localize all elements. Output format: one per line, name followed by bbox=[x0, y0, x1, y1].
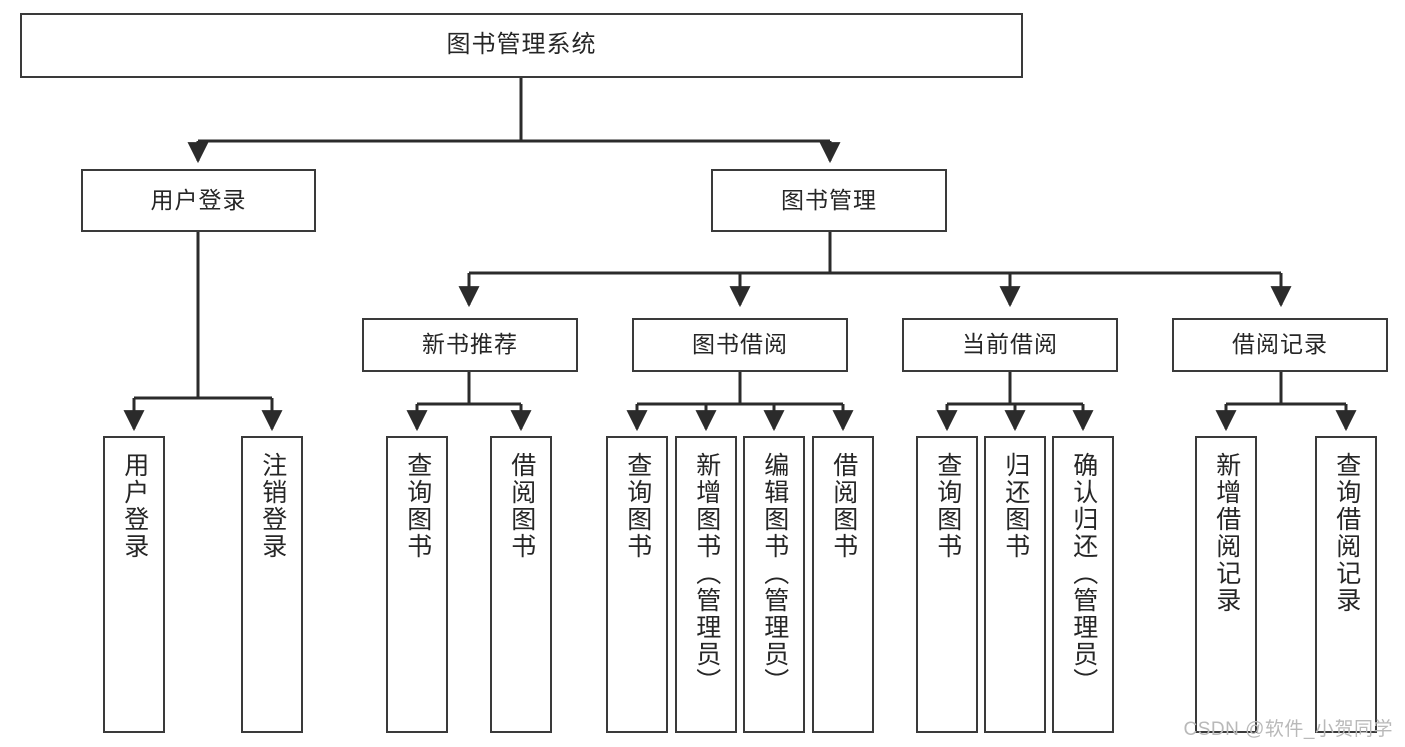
node-leaf-edit-book[interactable]: 编辑图书（管理员） bbox=[743, 436, 805, 733]
node-label: 新书推荐 bbox=[422, 331, 518, 358]
node-leaf-query-book-3[interactable]: 查询图书 bbox=[916, 436, 978, 733]
node-borrow-record[interactable]: 借阅记录 bbox=[1172, 318, 1388, 372]
node-label: 图书管理系统 bbox=[446, 31, 597, 59]
node-current-borrow[interactable]: 当前借阅 bbox=[902, 318, 1118, 372]
node-book-borrow[interactable]: 图书借阅 bbox=[632, 318, 848, 372]
node-label: 确认归还（管理员） bbox=[1069, 452, 1098, 695]
node-leaf-query-book-2[interactable]: 查询图书 bbox=[606, 436, 668, 733]
node-book-management[interactable]: 图书管理 bbox=[711, 169, 947, 232]
node-leaf-confirm-return[interactable]: 确认归还（管理员） bbox=[1052, 436, 1114, 733]
node-label: 查询图书 bbox=[933, 452, 962, 560]
node-user-login[interactable]: 用户登录 bbox=[81, 169, 316, 232]
node-label: 新增借阅记录 bbox=[1212, 452, 1241, 614]
node-label: 图书借阅 bbox=[692, 331, 788, 358]
node-label: 查询借阅记录 bbox=[1332, 452, 1361, 614]
node-label: 用户登录 bbox=[150, 186, 247, 213]
node-label: 借阅图书 bbox=[829, 452, 858, 560]
node-leaf-logout-login[interactable]: 注销登录 bbox=[241, 436, 303, 733]
node-label: 当前借阅 bbox=[962, 331, 1058, 358]
node-label: 借阅图书 bbox=[507, 452, 536, 560]
node-label: 查询图书 bbox=[623, 452, 652, 560]
node-label: 新增图书（管理员） bbox=[692, 452, 721, 695]
node-label: 编辑图书（管理员） bbox=[760, 452, 789, 695]
node-leaf-add-record[interactable]: 新增借阅记录 bbox=[1195, 436, 1257, 733]
node-label: 借阅记录 bbox=[1232, 331, 1328, 358]
node-leaf-borrow-book-2[interactable]: 借阅图书 bbox=[812, 436, 874, 733]
node-leaf-query-book-1[interactable]: 查询图书 bbox=[386, 436, 448, 733]
node-label: 归还图书 bbox=[1001, 452, 1030, 560]
node-label: 注销登录 bbox=[258, 452, 287, 560]
node-label: 图书管理 bbox=[781, 186, 877, 213]
node-leaf-user-login[interactable]: 用户登录 bbox=[103, 436, 165, 733]
node-label: 查询图书 bbox=[403, 452, 432, 560]
node-leaf-borrow-book-1[interactable]: 借阅图书 bbox=[490, 436, 552, 733]
node-root-book-management-system[interactable]: 图书管理系统 bbox=[20, 13, 1023, 78]
node-label: 用户登录 bbox=[120, 452, 149, 560]
node-leaf-query-record[interactable]: 查询借阅记录 bbox=[1315, 436, 1377, 733]
node-leaf-add-book[interactable]: 新增图书（管理员） bbox=[675, 436, 737, 733]
node-new-book-recommend[interactable]: 新书推荐 bbox=[362, 318, 578, 372]
node-leaf-return-book[interactable]: 归还图书 bbox=[984, 436, 1046, 733]
watermark: CSDN @软件_小贺同学 bbox=[1183, 719, 1393, 740]
